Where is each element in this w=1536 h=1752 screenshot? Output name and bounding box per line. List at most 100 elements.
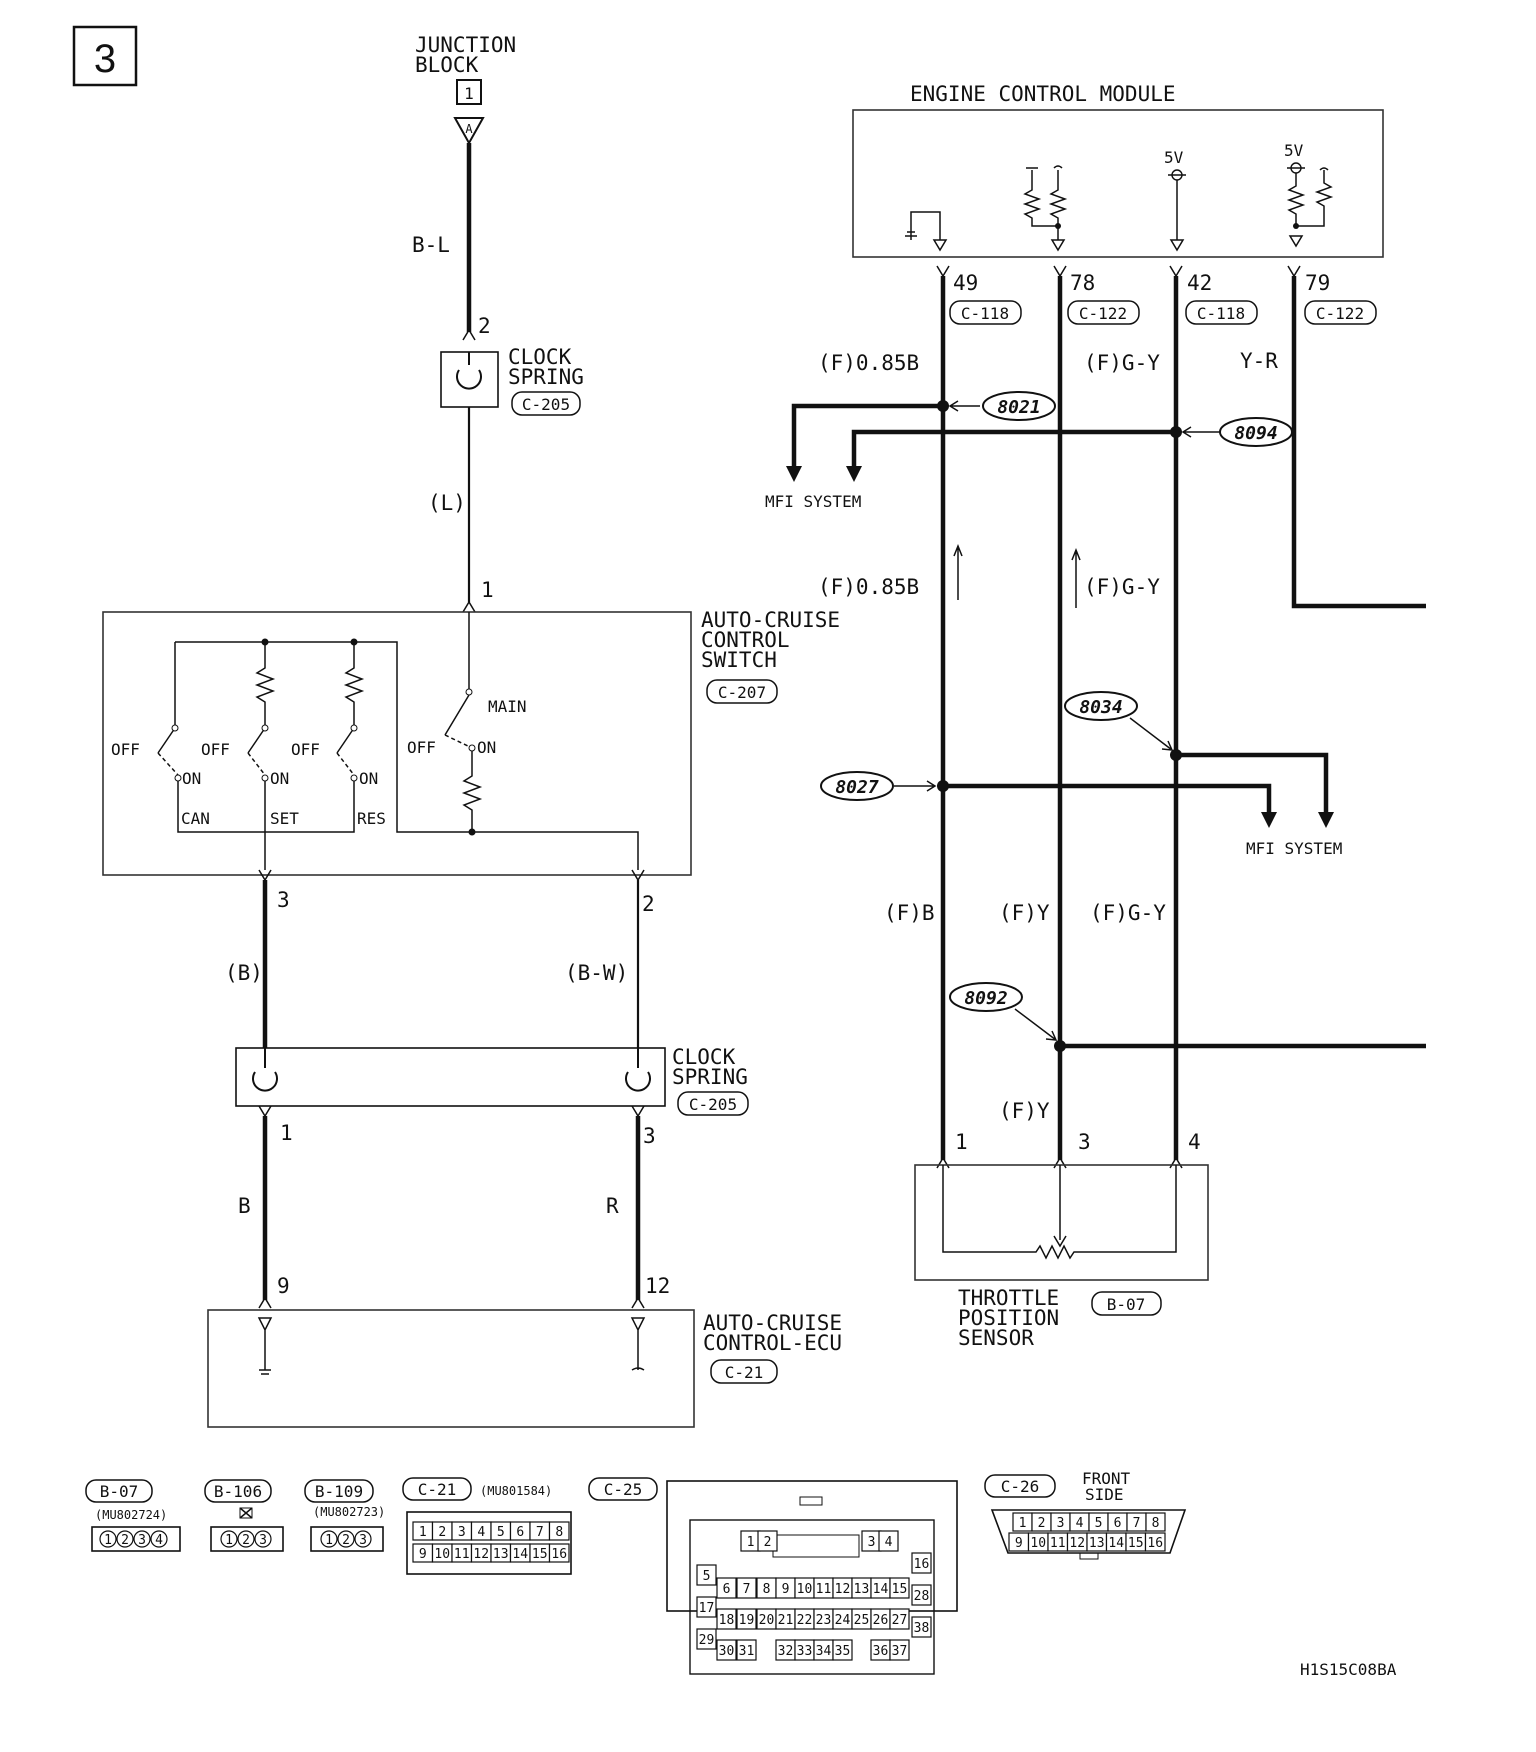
c25-pin: 6 xyxy=(723,1582,731,1597)
c25-pin: 1 xyxy=(747,1535,755,1550)
c26-pin: 1 xyxy=(1019,1516,1027,1531)
c25-pin: 30 xyxy=(719,1644,735,1659)
cruise-switch-title2: CONTROL xyxy=(701,628,790,652)
c21-pin: 16 xyxy=(551,1547,567,1562)
c21-pin: 6 xyxy=(516,1525,524,1540)
junction-block-number: 1 xyxy=(464,84,474,103)
pin-2-top: 2 xyxy=(478,314,491,338)
c25-pin: 3 xyxy=(868,1535,876,1550)
wire-label-f085b-1: (F)0.85B xyxy=(818,351,919,375)
ecm-title: ENGINE CONTROL MODULE xyxy=(910,82,1176,106)
tps-box xyxy=(914,1164,1209,1281)
ecu-connector: C-21 xyxy=(725,1363,764,1382)
junction-block-terminal-icon xyxy=(453,117,485,146)
c25-pin: 26 xyxy=(873,1613,889,1628)
wire-label-f085b-2: (F)0.85B xyxy=(818,575,919,599)
page-marker: 3 xyxy=(94,37,116,81)
cruise-switch-connector-box xyxy=(706,679,778,704)
wire-label-fgy-3: (F)G-Y xyxy=(1090,901,1166,925)
splice-8034 xyxy=(1064,691,1138,721)
image-code: H1S15C08BA xyxy=(1300,1660,1397,1679)
svg-text:1: 1 xyxy=(104,1533,112,1548)
wire-label-b-paren: (B) xyxy=(225,961,263,985)
c25-pin: 19 xyxy=(739,1613,755,1628)
c26-pin: 11 xyxy=(1050,1536,1066,1551)
switch-can-off: OFF xyxy=(111,740,140,759)
legend-c25: C-25 xyxy=(604,1480,643,1499)
svg-text:2: 2 xyxy=(242,1533,250,1548)
wire-label-fy-1: (F)Y xyxy=(999,901,1050,925)
c21-pin: 1 xyxy=(419,1525,427,1540)
wire-label-b: B xyxy=(238,1194,251,1218)
c26-pin: 7 xyxy=(1133,1516,1141,1531)
ecm-conn-c122-b: C-122 xyxy=(1316,304,1364,323)
splice-8034-label: 8034 xyxy=(1079,697,1122,718)
wire-label-yr: Y-R xyxy=(1240,349,1278,373)
c26-pin: 5 xyxy=(1095,1516,1103,1531)
c21-pin: 12 xyxy=(473,1547,489,1562)
svg-text:2: 2 xyxy=(121,1533,129,1548)
switch-bus xyxy=(175,641,639,870)
legend-b109-pins: 1 2 3 xyxy=(320,1530,372,1548)
tps-pin-3: 3 xyxy=(1078,1130,1091,1154)
ecm-conn-c118-b: C-118 xyxy=(1197,304,1245,323)
wire-label-r: R xyxy=(606,1194,619,1218)
wire-mfi-8027 xyxy=(943,783,1272,820)
c26-pin: 2 xyxy=(1038,1516,1046,1531)
c26-pin: 8 xyxy=(1152,1516,1160,1531)
tps-connector: B-07 xyxy=(1107,1295,1146,1314)
c25-pin: 11 xyxy=(816,1582,832,1597)
svg-text:4: 4 xyxy=(155,1533,163,1548)
c25-pin: 18 xyxy=(719,1613,735,1628)
switch-set-off: OFF xyxy=(201,740,230,759)
c25-pin: 35 xyxy=(835,1644,851,1659)
junction-block-number-box xyxy=(456,79,482,105)
switch-main-label: MAIN xyxy=(488,697,527,716)
clock-spring-top-icon xyxy=(456,352,482,390)
mfi-system-1: MFI SYSTEM xyxy=(765,492,861,511)
c25-pin: 27 xyxy=(892,1613,908,1628)
splice-8094-label: 8094 xyxy=(1234,423,1277,444)
c21-pin: 10 xyxy=(434,1547,450,1562)
wire-mfi-8021 xyxy=(791,403,943,474)
legend-c21-part: (MU801584) xyxy=(480,1484,552,1498)
legend-b106-pins: 1 2 3 xyxy=(220,1530,272,1548)
svg-text:3: 3 xyxy=(259,1533,267,1548)
wire-label-fgy-1: (F)G-Y xyxy=(1084,351,1160,375)
c21-pin: 8 xyxy=(555,1525,563,1540)
ecm-box xyxy=(852,109,1384,258)
c26-pin: 13 xyxy=(1089,1536,1105,1551)
c25-pin: 37 xyxy=(892,1644,908,1659)
switch-set-on: ON xyxy=(270,769,289,788)
switch-res-wire xyxy=(343,642,365,725)
svg-text:3: 3 xyxy=(138,1533,146,1548)
c26-pin: 15 xyxy=(1128,1536,1144,1551)
legend-b07: B-07 xyxy=(100,1482,139,1501)
c25-pin: 17 xyxy=(699,1601,715,1616)
clock-spring-bottom-title2: SPRING xyxy=(672,1065,748,1089)
ecm-ground xyxy=(905,211,941,240)
legend-c21: C-21 xyxy=(418,1480,457,1499)
c26-pin: 4 xyxy=(1076,1516,1084,1531)
c25-pin: 8 xyxy=(763,1582,771,1597)
c26-pin: 3 xyxy=(1057,1516,1065,1531)
wire-label-fb: (F)B xyxy=(884,901,935,925)
svg-text:2: 2 xyxy=(342,1533,350,1548)
c25-pin: 22 xyxy=(797,1613,813,1628)
clock-spring-top-connector: C-205 xyxy=(522,395,570,414)
c21-pin: 14 xyxy=(512,1547,528,1562)
c25-pin: 15 xyxy=(892,1582,908,1597)
pin-2-switch: 2 xyxy=(642,892,655,916)
switch-can-label: CAN xyxy=(181,809,210,828)
c25-pin: 20 xyxy=(759,1613,775,1628)
c25-pin: 36 xyxy=(873,1644,889,1659)
clock-spring-bottom-title: CLOCK xyxy=(672,1045,736,1069)
switch-res-on: ON xyxy=(359,769,378,788)
c26-pin: 14 xyxy=(1108,1536,1124,1551)
c21-pin: 4 xyxy=(477,1525,485,1540)
wire-label-bw: (B-W) xyxy=(565,961,628,985)
tps-connector-box xyxy=(1091,1291,1162,1316)
